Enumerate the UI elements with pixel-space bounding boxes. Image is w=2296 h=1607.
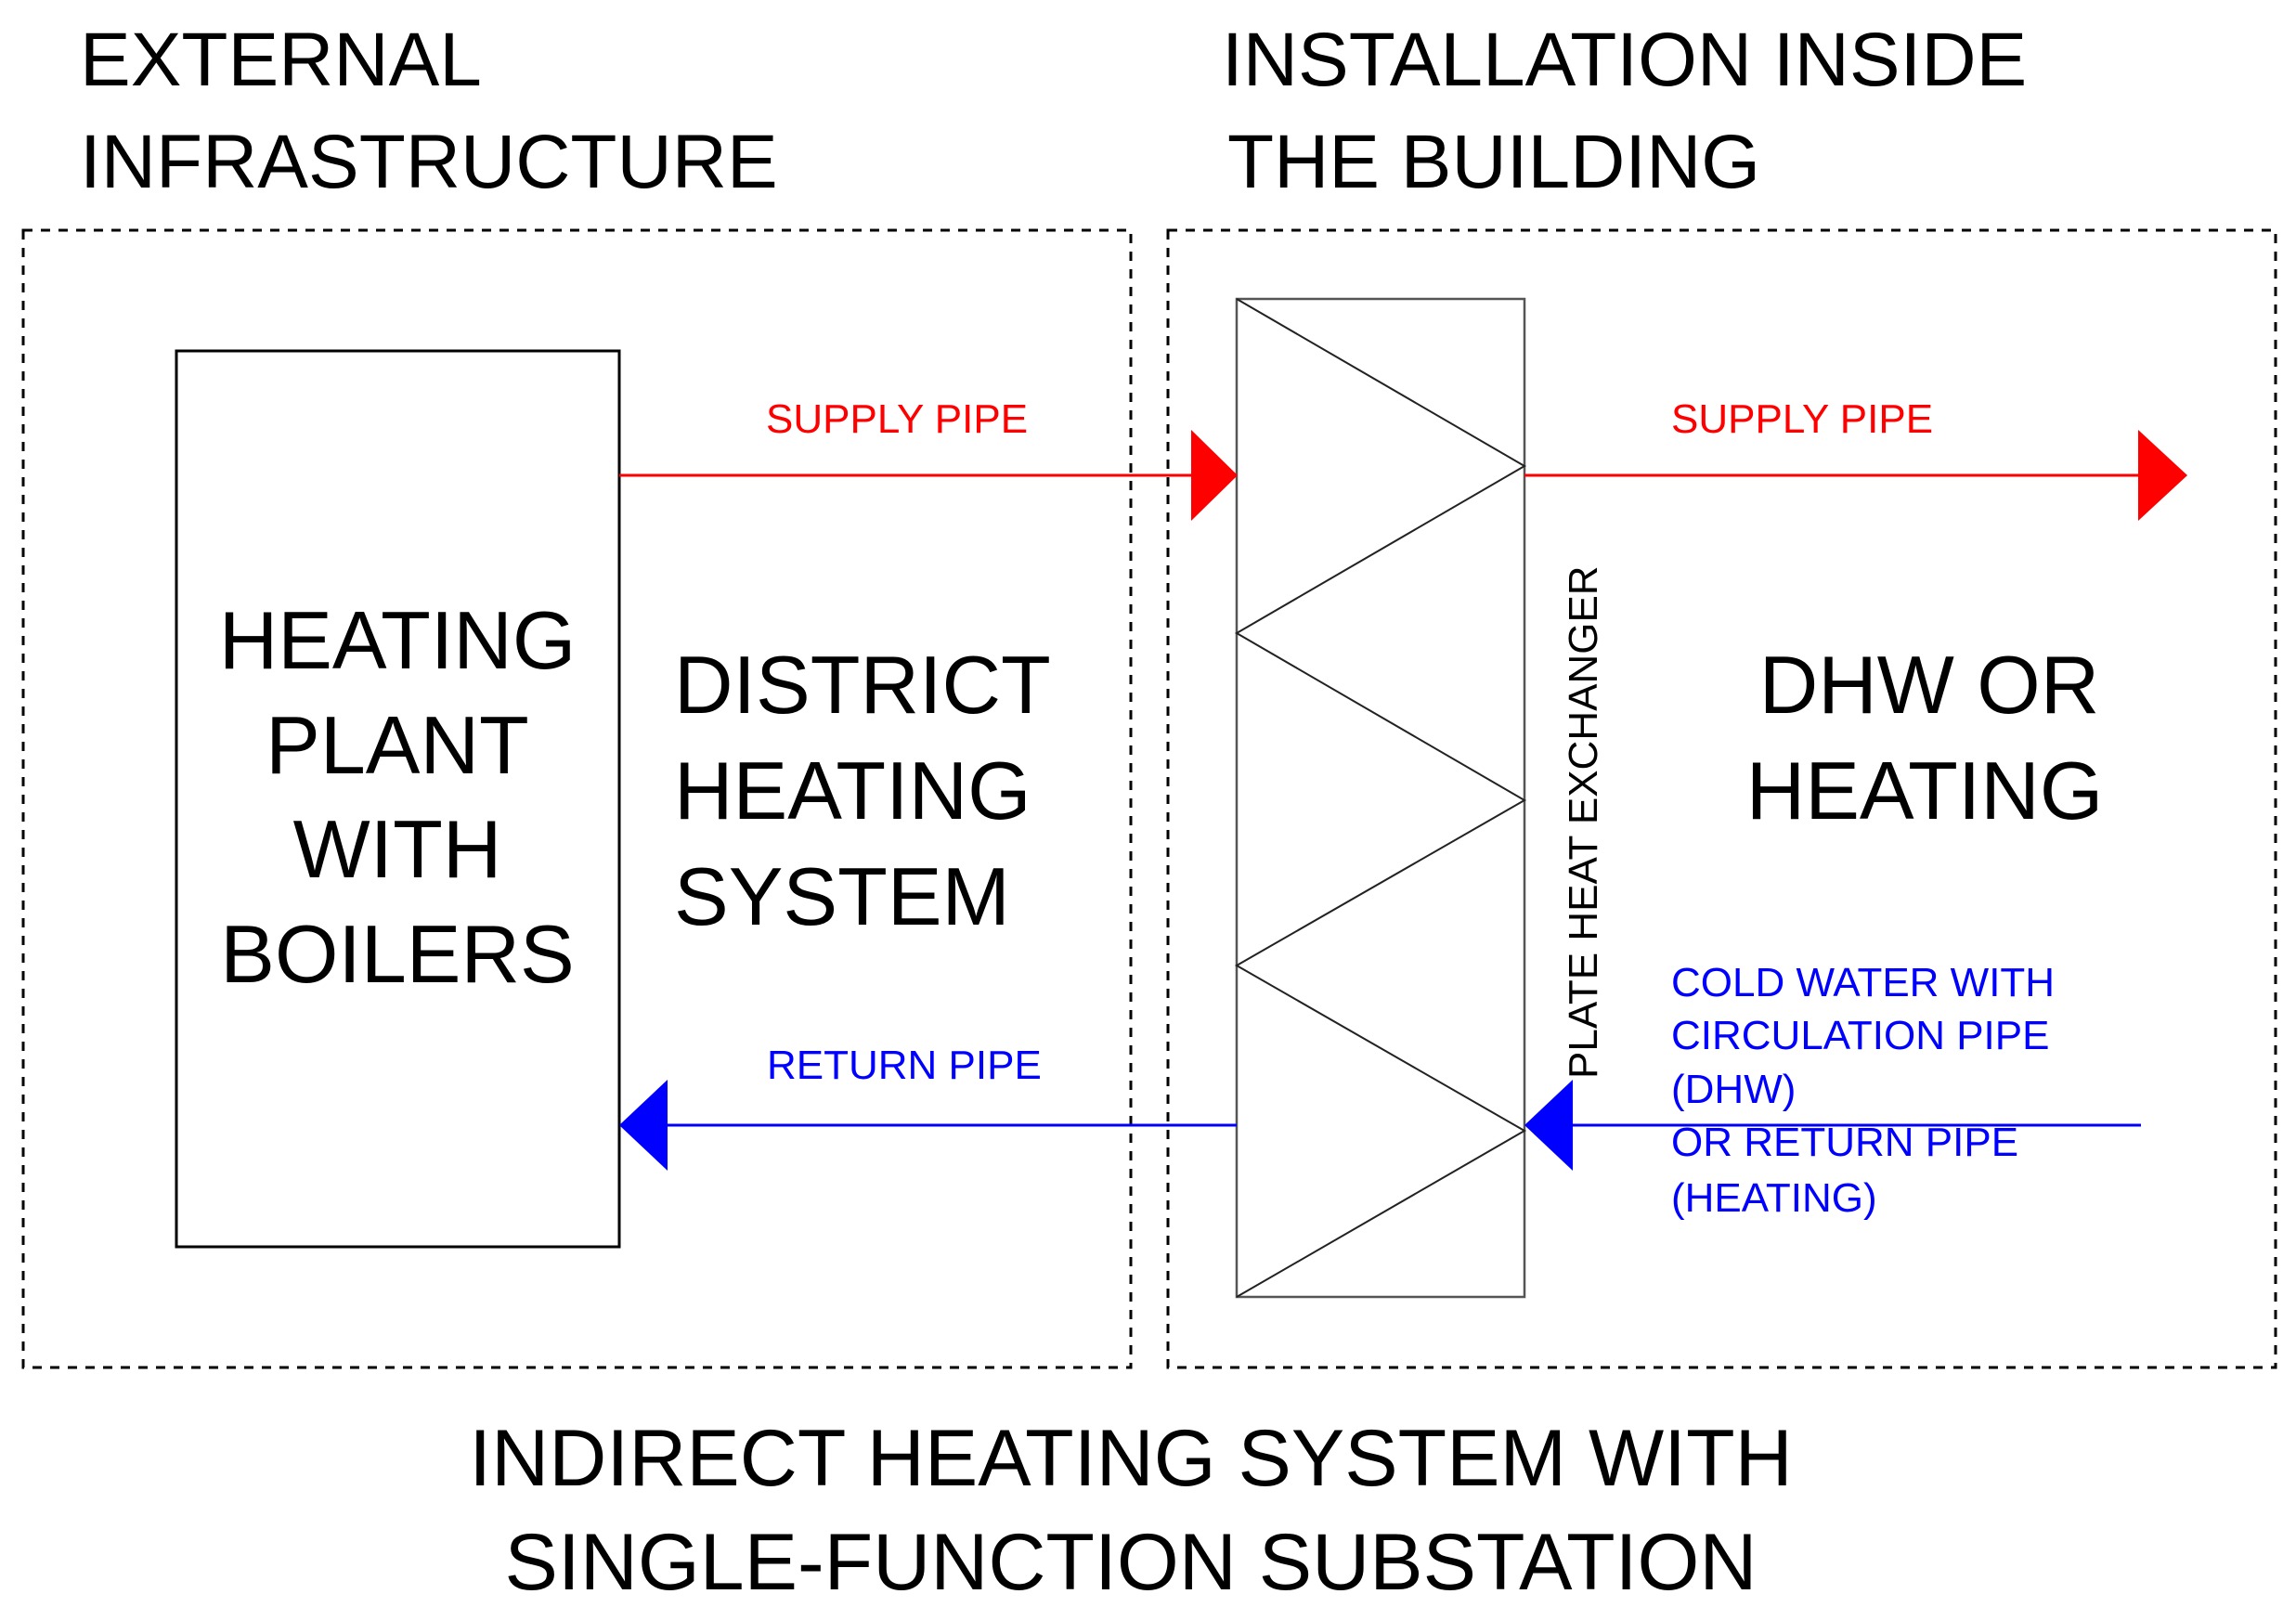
external-zone-boundary: [21, 228, 1133, 1369]
consumer-label-line1: DHW OR: [1759, 639, 2100, 731]
secondary-return-note-line4: OR RETURN PIPE: [1671, 1120, 2018, 1165]
plant-label-line4: BOILERS: [220, 908, 574, 1000]
installation-zone-title-line1: INSTALLATION INSIDE: [1222, 18, 2027, 102]
secondary-return-arrowhead: [1524, 1080, 1573, 1171]
secondary-supply-label: SUPPLY PIPE: [1671, 396, 1933, 442]
plant-label-line1: HEATING: [219, 594, 577, 686]
district-label-line3: SYSTEM: [674, 850, 1010, 942]
plant-label-line3: WITH: [293, 803, 502, 895]
diagram-title-line2: SINGLE-FUNCTION SUBSTATION: [505, 1518, 1758, 1607]
primary-supply-arrowhead: [1191, 430, 1238, 521]
secondary-supply-arrowhead: [2138, 430, 2187, 521]
primary-supply-label: SUPPLY PIPE: [766, 396, 1028, 442]
diagram-title-line1: INDIRECT HEATING SYSTEM WITH: [469, 1414, 1792, 1503]
plate-heat-exchanger-frame: [1235, 297, 1526, 1299]
plate-heat-exchanger-zigzag: [1234, 298, 1527, 1298]
heating-plant-box: [175, 349, 621, 1249]
secondary-return-note-line3: (DHW): [1671, 1067, 1796, 1112]
district-label-line2: HEATING: [674, 745, 1031, 836]
external-zone-title-line1: EXTERNAL: [80, 18, 482, 102]
secondary-return-note-line2: CIRCULATION PIPE: [1671, 1013, 2049, 1058]
district-label-line1: DISTRICT: [674, 639, 1051, 731]
plant-label-line2: PLANT: [266, 699, 529, 791]
secondary-return-note-line1: COLD WATER WITH: [1671, 960, 2055, 1005]
consumer-label-line2: HEATING: [1746, 745, 2104, 836]
installation-zone-boundary: [1166, 228, 2277, 1369]
external-zone-title-line2: INFRASTRUCTURE: [80, 120, 778, 204]
primary-return-label: RETURN PIPE: [767, 1043, 1042, 1088]
secondary-return-note-line5: (HEATING): [1671, 1175, 1877, 1221]
primary-return-arrowhead: [619, 1080, 668, 1171]
plate-heat-exchanger-label: PLATE HEAT EXCHANGER: [1561, 565, 1606, 1079]
installation-zone-title-line2: THE BUILDING: [1227, 120, 1760, 204]
